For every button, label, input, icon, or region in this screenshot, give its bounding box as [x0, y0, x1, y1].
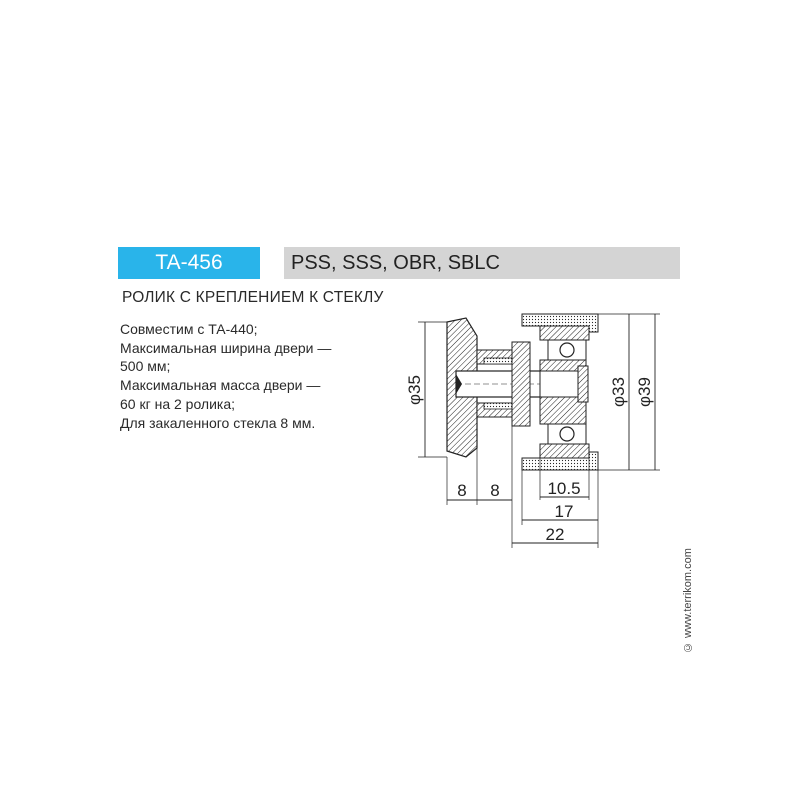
dim-w10-5: 10.5 [547, 479, 580, 498]
wheel-flange-left [511, 341, 531, 427]
specs-list: Совместим с ТА-440; Максимальная ширина … [120, 320, 331, 432]
wheel-core-top [539, 325, 590, 341]
bolt-head [456, 374, 462, 394]
dim-d33: φ33 [609, 377, 628, 407]
roller-technical-drawing: φ35 φ33 φ39 8 8 10.5 17 22 [405, 313, 660, 548]
product-title: РОЛИК С КРЕПЛЕНИЕМ К СТЕКЛУ [122, 289, 384, 306]
model-badge: TA-456 [118, 247, 260, 279]
dim-w17: 17 [555, 502, 574, 521]
spec-line: Совместим с ТА-440; [120, 321, 258, 337]
gasket-top [483, 357, 513, 365]
spec-line: Максимальная ширина двери — [120, 339, 332, 356]
dim-w22: 22 [546, 525, 565, 544]
wheel-core-bottom [539, 443, 590, 459]
nut [577, 365, 589, 403]
spec-line: 60 кг на 2 ролика; [120, 395, 236, 412]
spec-line: Для закаленного стекла 8 мм. [120, 414, 316, 431]
copyright-watermark: © www.terrikom.com [682, 548, 694, 653]
spec-line: 500 мм; [120, 358, 171, 375]
dim-d35: φ35 [405, 375, 424, 405]
dim-w8-b: 8 [490, 481, 499, 500]
dim-d39: φ39 [635, 377, 654, 407]
gasket-bottom [483, 402, 513, 410]
dim-w8-a: 8 [457, 481, 466, 500]
series-label: PSS, SSS, OBR, SBLC [284, 247, 680, 279]
spec-line: Максимальная масса двери — [120, 377, 321, 394]
